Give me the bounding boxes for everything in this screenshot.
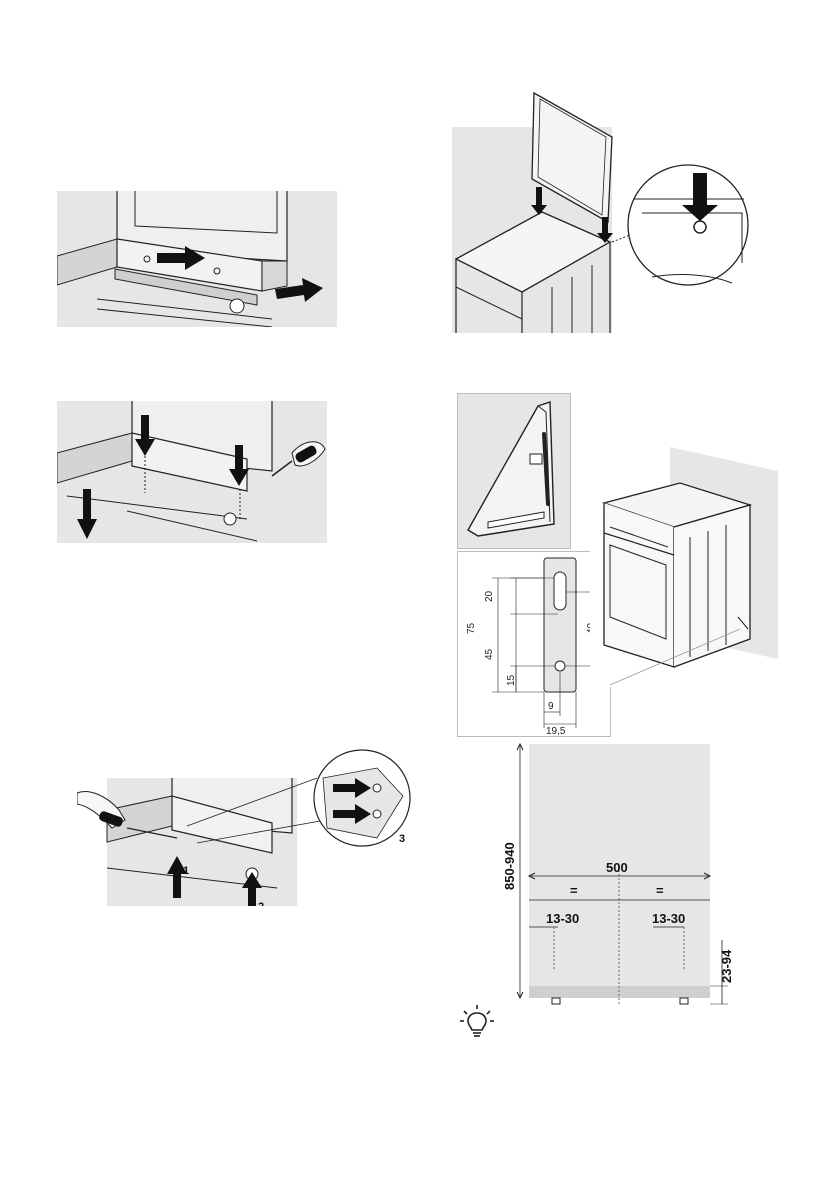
- illustration-refit-drawer: 1 2 3: [77, 748, 413, 906]
- dim-9: 9: [548, 701, 554, 712]
- illustration-bracket: [457, 393, 571, 549]
- illustration-remove-drawer: [57, 191, 337, 327]
- arrow-down-icon: [77, 489, 97, 539]
- arrow-up-icon: [242, 872, 262, 906]
- lightbulb-icon: [460, 1005, 494, 1041]
- equal-right: =: [656, 883, 664, 898]
- illustration-cooker-wall: [590, 447, 780, 687]
- height-range: 850-940: [502, 842, 517, 890]
- illustration-lid-fitting: [452, 87, 752, 333]
- illustration-remove-screws: [57, 401, 327, 543]
- installation-dimension-diagram: 850-940 500 = = 13-30 13-30 23-94: [498, 740, 738, 1010]
- step-label-3: 3: [399, 833, 405, 845]
- dim-75: 75: [466, 622, 477, 634]
- equal-left: =: [570, 883, 578, 898]
- arrow-down-icon: [597, 217, 613, 243]
- dim-20: 20: [484, 590, 495, 602]
- arrow-down-icon: [135, 415, 155, 456]
- width-value: 500: [606, 860, 628, 875]
- dim-45: 45: [484, 648, 495, 660]
- dim-19-5: 19,5: [546, 726, 566, 736]
- arrow-down-icon: [531, 187, 547, 215]
- arrow-right-icon: [333, 778, 371, 798]
- offset-left: 13-30: [546, 911, 579, 926]
- arrow-right-icon: [157, 246, 205, 270]
- arrow-right-icon: [275, 278, 323, 302]
- bracket-dimension-drawing: 75 20 45 15 40 9 19,5: [457, 551, 611, 737]
- foot-range: 23-94: [719, 949, 734, 983]
- arrow-right-icon: [333, 804, 371, 824]
- arrow-up-icon: [167, 856, 187, 898]
- arrow-down-icon: [682, 173, 718, 221]
- step-label-2: 2: [258, 901, 264, 906]
- offset-right: 13-30: [652, 911, 685, 926]
- dim-15: 15: [506, 674, 517, 686]
- arrow-down-icon: [229, 445, 249, 486]
- step-label-1: 1: [183, 865, 189, 877]
